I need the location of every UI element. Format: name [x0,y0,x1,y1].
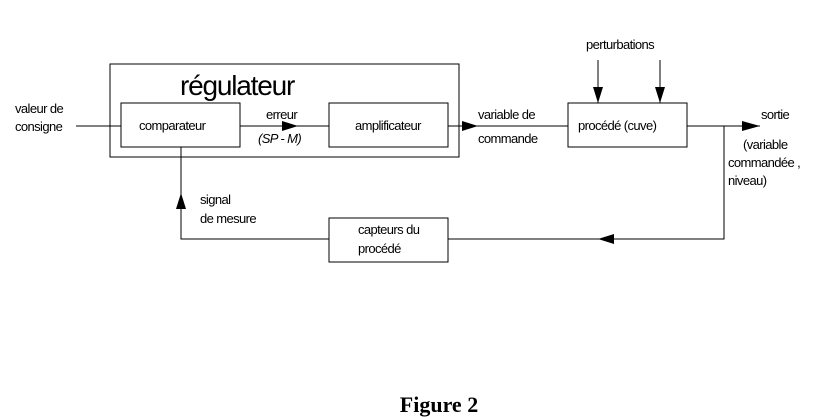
signal-mesure-line1: signal [200,192,231,207]
amplificateur-label: amplificateur [355,118,422,133]
capteurs-block [328,217,449,263]
amplificateur-block [328,102,449,148]
valeur-consigne-line1: valeur de [15,101,63,116]
signal-mesure-line2: de mesure [200,211,256,226]
perturbation-right-arrowhead [655,87,665,103]
sortie-detail-line3: niveau) [728,173,767,188]
feedback-measure-arrowhead [176,193,186,209]
valeur-consigne-line2: consigne [15,119,63,134]
variable-commande-line1: variable de [478,107,535,122]
erreur-arrowhead [282,121,298,131]
capteurs-label-line2: procédé [358,241,401,256]
procede-label: procédé (cuve) [578,118,657,133]
commande-arrowhead [462,121,478,131]
regulateur-frame [109,63,460,158]
variable-commande-line2: commande [478,131,538,146]
figure-caption: Figure 2 [400,392,478,417]
perturbation-left-arrowhead [593,87,603,103]
feedback-measure-line [180,147,329,240]
procede-block [567,102,688,148]
sortie-detail-line1: (variable [743,137,788,152]
sortie-arrowhead [742,121,760,131]
perturbations-label: perturbations [586,37,655,52]
feedback-return-line [448,126,725,240]
erreur-label: erreur [266,107,298,122]
capteurs-label-line1: capteurs du [358,222,420,237]
erreur-expression: (SP - M) [258,131,301,146]
feedback-return-arrowhead [598,234,614,244]
sortie-label: sortie [761,107,790,122]
sortie-detail-line2: commandée , [728,155,800,170]
comparateur-label: comparateur [139,118,207,133]
regulateur-title: régulateur [180,70,295,101]
